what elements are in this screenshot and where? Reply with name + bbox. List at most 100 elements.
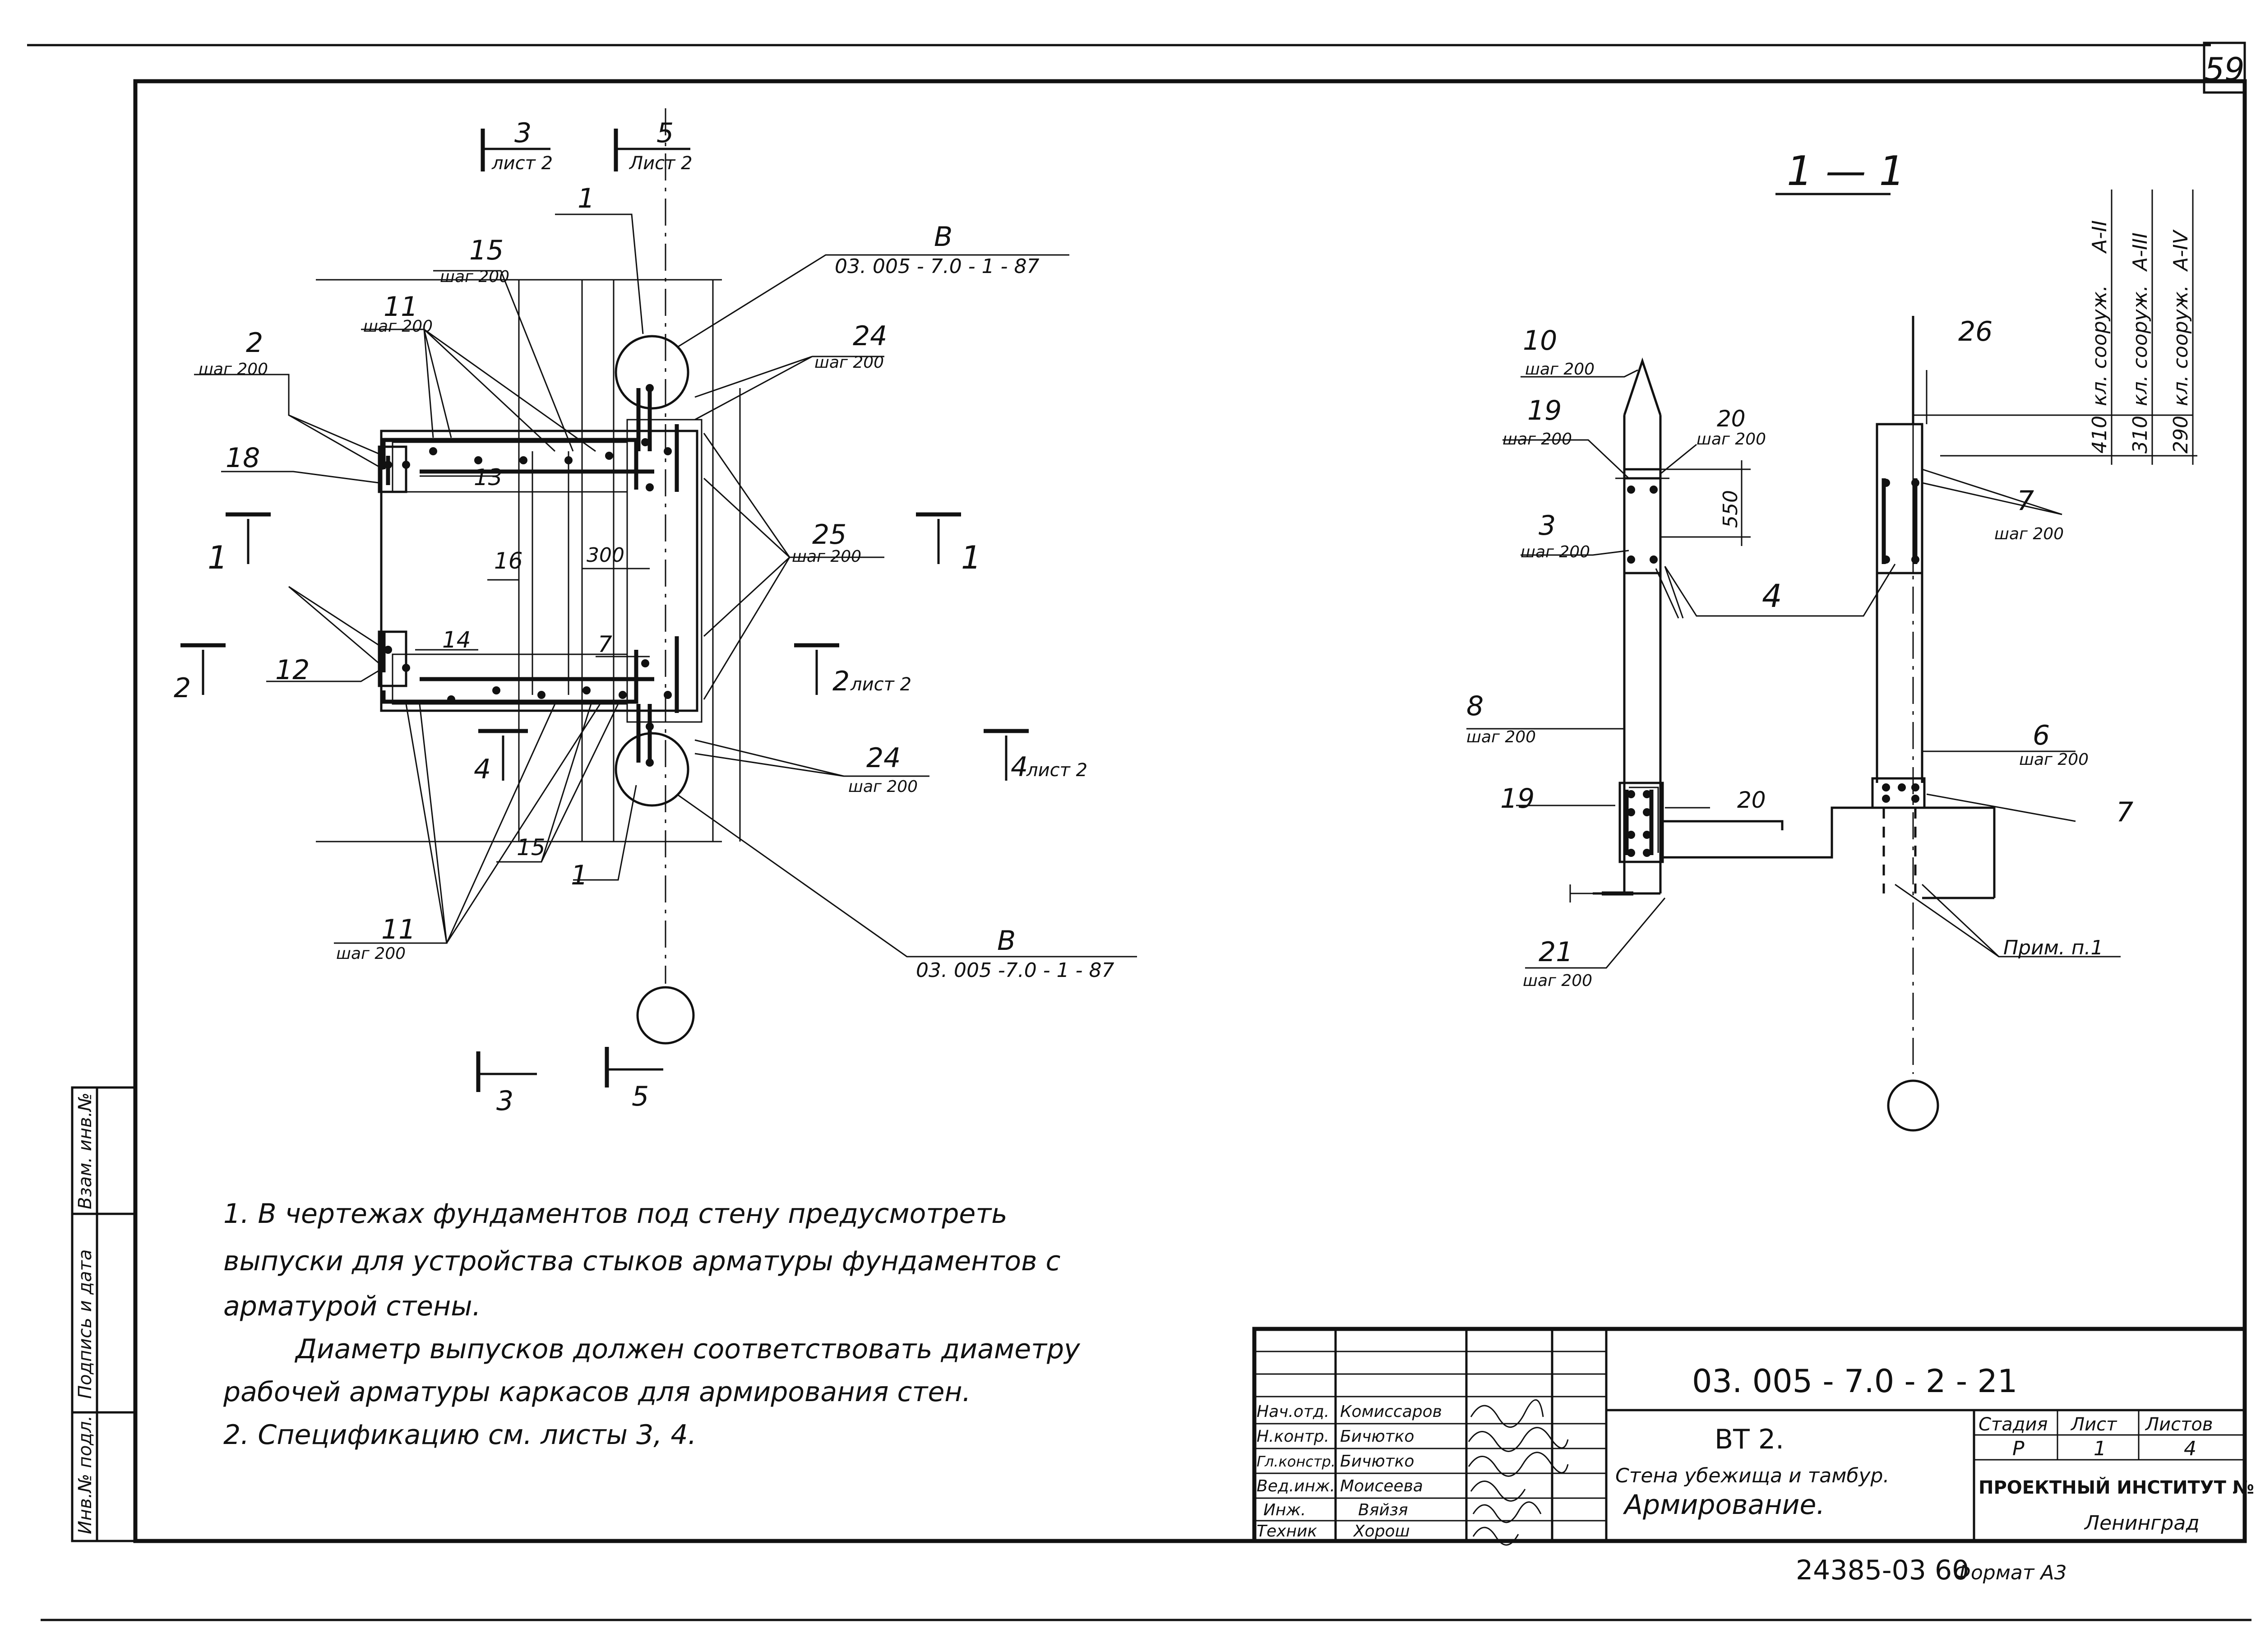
section-mark-4-mid: 4	[474, 729, 528, 785]
plan-callouts: 1 15 шаг 200 11 шаг 200 2 шаг 200 18 13 …	[199, 183, 1114, 982]
svg-text:2: 2	[246, 327, 263, 359]
height-dimensions: 410 кл. сооруж. А-II 310 кл. сооруж. А-I…	[1922, 190, 2197, 465]
svg-text:14: 14	[442, 627, 471, 653]
plan-view: 3 лист 2 5 Лист 2 3 5 1 1	[174, 108, 1137, 1117]
svg-text:1: 1	[961, 539, 981, 576]
svg-text:25: 25	[812, 519, 846, 551]
drawing-code: 03. 005 - 7.0 - 2 - 21	[1692, 1363, 2017, 1400]
dimension-550: 550	[1660, 460, 1751, 546]
note-line-3: арматурой стены.	[223, 1291, 481, 1322]
svg-text:7: 7	[598, 631, 612, 657]
svg-text:шаг 200: шаг 200	[1521, 543, 1590, 561]
svg-text:20: 20	[1717, 406, 1746, 432]
side-stamp: Инв.№ подл. Подпись и дата Взам. инв.№	[71, 1086, 137, 1542]
drawing-title-2: Армирование.	[1623, 1489, 1825, 1521]
axis-bubble-plan	[636, 986, 695, 1045]
svg-text:2: 2	[832, 666, 850, 697]
staff-name-6: Хорош	[1353, 1522, 1410, 1541]
note-line-2: выпуски для устройства стыков арматуры ф…	[223, 1245, 1061, 1277]
section-mark-5-top: 5 Лист 2	[614, 117, 693, 174]
staff-name-2: Бичюткo	[1340, 1427, 1414, 1446]
section-mark-5-bottom: 5	[605, 1047, 663, 1112]
section-mark-3-top: 3 лист 2	[481, 117, 553, 174]
svg-text:В: В	[934, 221, 952, 253]
side-stamp-sign: Подпись и дата	[75, 1249, 96, 1399]
sheets-header: Листов	[2145, 1414, 2213, 1435]
svg-text:4: 4	[1762, 578, 1782, 615]
svg-text:шаг 200: шаг 200	[336, 944, 406, 963]
side-stamp-inv: Инв.№ подл.	[75, 1416, 96, 1534]
svg-text:шаг 200: шаг 200	[1466, 728, 1536, 746]
svg-text:15: 15	[469, 235, 504, 266]
note-line-6: 2. Спецификацию см. листы 3, 4.	[223, 1419, 697, 1451]
svg-text:шаг 200: шаг 200	[1525, 360, 1595, 379]
svg-text:шаг 200: шаг 200	[1502, 430, 1572, 449]
svg-text:19: 19	[1500, 783, 1535, 814]
note-line-5: рабочей арматуры каркасов для армировани…	[223, 1376, 971, 1408]
staff-name-3: Бичюткo	[1340, 1452, 1414, 1471]
svg-text:18: 18	[226, 442, 260, 474]
stage-header: Стадия	[1979, 1414, 2048, 1435]
staff-role-6: Техник	[1257, 1522, 1317, 1541]
stage-value: Р	[2012, 1437, 2025, 1460]
section-dots	[1627, 479, 1919, 857]
svg-text:11: 11	[384, 291, 418, 323]
height-410-label: кл. сооруж.	[2088, 285, 2111, 406]
section-view: 1 — 1	[1466, 148, 2197, 1132]
staff-name-1: Комиссаров	[1340, 1402, 1442, 1421]
section-title: 1 — 1	[1787, 148, 1905, 195]
svg-text:шаг 200: шаг 200	[2019, 750, 2089, 769]
sheet-frame: 59	[27, 42, 2251, 1621]
sheet-no: 1	[2094, 1437, 2106, 1460]
svg-text:24: 24	[866, 742, 901, 774]
svg-text:10: 10	[1523, 325, 1557, 356]
height-410: 410	[2088, 416, 2111, 453]
svg-text:21: 21	[1539, 936, 1573, 968]
note-line-1: 1. В чертежах фундаментов под стену пред…	[223, 1198, 1008, 1230]
sheet-format: Формат А3	[1954, 1561, 2067, 1584]
staff-name-5: Вяйзя	[1358, 1501, 1408, 1519]
height-290-label: кл. сооруж.	[2169, 285, 2192, 406]
drawing-title-1: Стена убежища и тамбур.	[1615, 1464, 1889, 1487]
drawing-mark: ВТ 2.	[1715, 1424, 1784, 1455]
svg-text:8: 8	[1466, 690, 1484, 722]
svg-text:шаг 200: шаг 200	[1697, 430, 1766, 449]
section-mark-3-bottom: 3	[476, 1051, 537, 1117]
bottom-code: 24385-03 60	[1796, 1555, 1969, 1586]
height-310: 310	[2129, 416, 2152, 453]
svg-text:13: 13	[474, 464, 503, 491]
organization: ПРОЕКТНЫЙ ИНСТИТУТ №1	[1979, 1476, 2256, 1498]
svg-text:15: 15	[517, 834, 546, 861]
height-290-class: А-IV	[2169, 229, 2192, 272]
sheets-total: 4	[2184, 1437, 2196, 1460]
section-mark-1-right: 1	[916, 512, 981, 576]
wall-outline	[316, 279, 741, 842]
svg-text:16: 16	[494, 548, 523, 574]
svg-text:лист 2: лист 2	[850, 674, 911, 695]
svg-text:шаг 200: шаг 200	[1523, 972, 1592, 990]
staff-role-4: Вед.инж.	[1257, 1477, 1335, 1495]
svg-text:550: 550	[1719, 490, 1742, 528]
svg-text:19: 19	[1527, 395, 1562, 426]
title-block: 03. 005 - 7.0 - 2 - 21 ВТ 2. Стена убежи…	[1252, 1327, 2256, 1546]
height-290: 290	[2169, 416, 2192, 453]
side-stamp-replace: Взам. инв.№	[75, 1092, 96, 1209]
section-mark-2-left: 2	[174, 643, 226, 704]
staff-name-4: Моисеева	[1340, 1477, 1423, 1495]
svg-text:1: 1	[578, 183, 595, 214]
svg-text:1: 1	[208, 539, 228, 576]
svg-text:шаг 200: шаг 200	[1994, 525, 2064, 543]
bar-dots	[384, 384, 672, 767]
svg-text:3: 3	[1539, 510, 1556, 541]
height-310-class: А-III	[2129, 232, 2152, 272]
page-number: 59	[2204, 51, 2244, 88]
svg-text:20: 20	[1737, 787, 1766, 813]
svg-text:шаг 200: шаг 200	[848, 777, 918, 796]
svg-text:шаг 200: шаг 200	[440, 268, 509, 286]
svg-text:5: 5	[656, 117, 674, 149]
section-callouts: 10 шаг 200 19 шаг 200 20 шаг 200 3 шаг 2…	[1466, 316, 2133, 990]
svg-text:5: 5	[632, 1081, 649, 1112]
height-410-class: А-II	[2088, 220, 2111, 254]
svg-text:шаг 200: шаг 200	[199, 360, 268, 379]
